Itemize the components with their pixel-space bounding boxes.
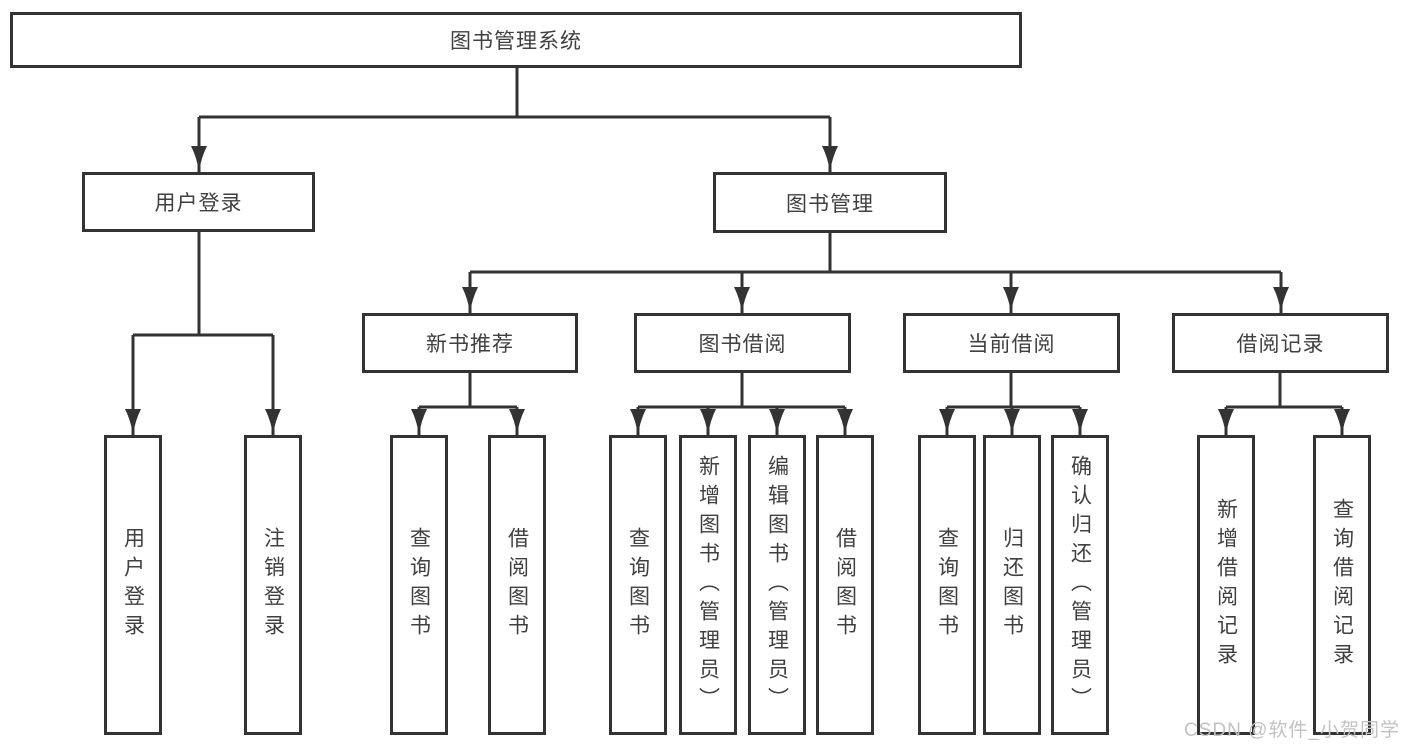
- node-leaf-query-book-1: 查询图书: [390, 435, 448, 735]
- node-root: 图书管理系统: [10, 12, 1022, 68]
- node-leaf-query-borrow-record: 查询借阅记录: [1313, 435, 1371, 735]
- node-leaf-logout: 注销登录: [244, 435, 302, 735]
- node-leaf-query-book-2: 查询图书: [609, 435, 667, 735]
- node-user-login: 用户登录: [82, 172, 315, 232]
- node-book-borrow: 图书借阅: [634, 313, 851, 373]
- node-leaf-add-borrow-record: 新增借阅记录: [1197, 435, 1255, 735]
- node-leaf-borrow-book-1: 借阅图书: [488, 435, 546, 735]
- node-leaf-return-book: 归还图书: [983, 435, 1041, 735]
- node-current-borrow: 当前借阅: [903, 313, 1120, 373]
- arrowheads: [125, 146, 1350, 435]
- node-leaf-query-book-3: 查询图书: [918, 435, 976, 735]
- node-leaf-borrow-book-2: 借阅图书: [816, 435, 874, 735]
- node-leaf-confirm-return-admin: 确认归还（管理员）: [1051, 435, 1109, 735]
- node-leaf-add-book-admin: 新增图书（管理员）: [679, 435, 737, 735]
- csdn-watermark: CSDN @软件_小贺同学: [1184, 720, 1400, 741]
- node-borrow-record: 借阅记录: [1172, 313, 1389, 373]
- node-leaf-user-login: 用户登录: [104, 435, 162, 735]
- node-new-book-recommend: 新书推荐: [362, 313, 578, 373]
- node-book-management: 图书管理: [713, 172, 947, 233]
- node-leaf-edit-book-admin: 编辑图书（管理员）: [748, 435, 806, 735]
